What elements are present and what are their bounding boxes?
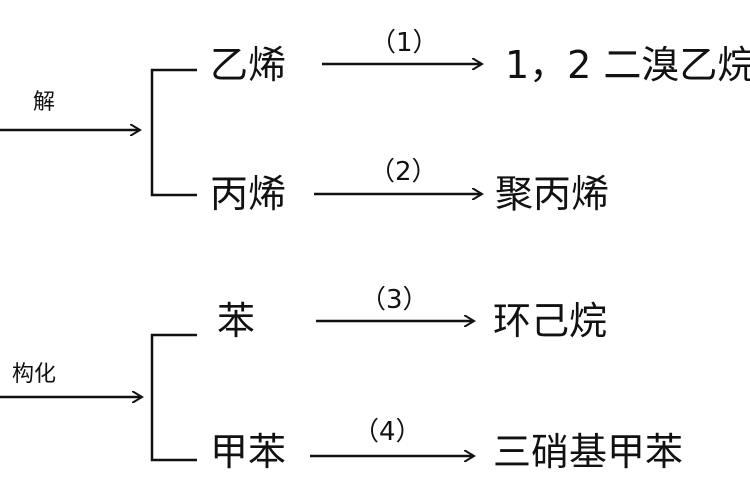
product-dibromoethane: 1，2 二溴乙烷 bbox=[505, 43, 750, 87]
product-polypropylene: 聚丙烯 bbox=[495, 172, 610, 216]
left-label-bottom: 构化 bbox=[12, 362, 57, 387]
reactant-ethylene: 乙烯 bbox=[210, 43, 287, 87]
reactant-benzene: 苯 bbox=[217, 299, 256, 343]
step-label-3: （3） bbox=[360, 285, 429, 315]
step-label-4: （4） bbox=[353, 417, 422, 447]
product-cyclohexane: 环己烷 bbox=[493, 299, 608, 343]
reactant-toluene: 甲苯 bbox=[210, 430, 287, 474]
left-label-top: 解 bbox=[33, 90, 56, 115]
bracket-top bbox=[150, 68, 197, 197]
step-label-1: （1） bbox=[370, 28, 439, 58]
bracket-bottom bbox=[150, 333, 197, 462]
product-trinitrotoluene: 三硝基甲苯 bbox=[493, 430, 684, 474]
step-label-2: （2） bbox=[369, 157, 438, 187]
reactant-propylene: 丙烯 bbox=[210, 172, 287, 216]
